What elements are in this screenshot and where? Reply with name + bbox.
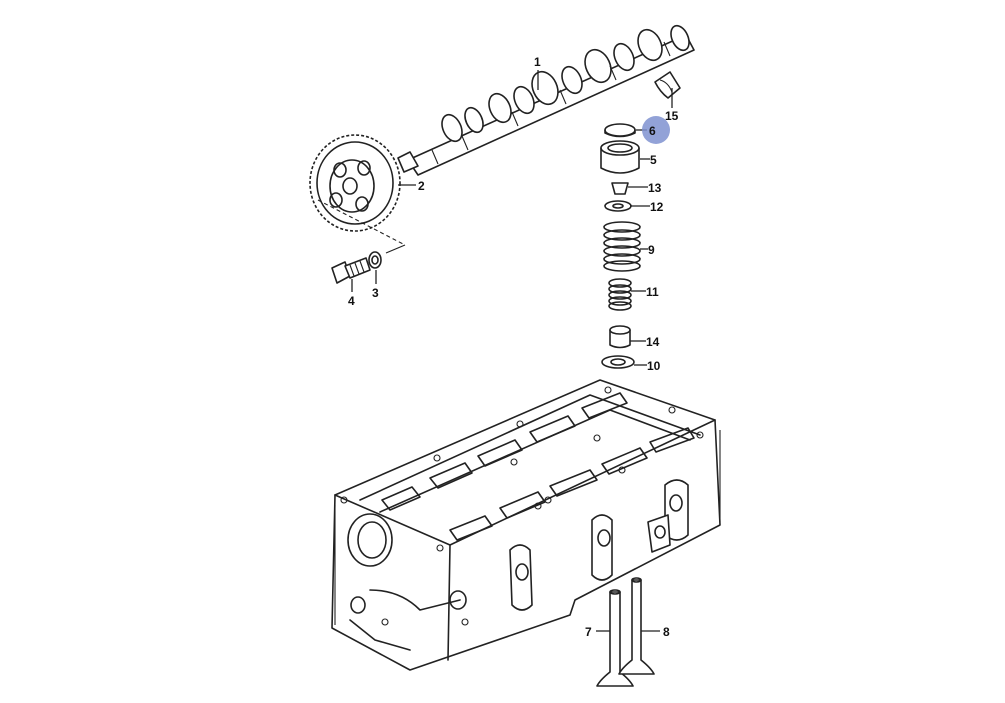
inner-valve-spring[interactable] [608, 278, 632, 311]
callout-9[interactable]: 9 [648, 243, 655, 257]
adjusting-shim[interactable] [604, 123, 636, 138]
exhaust-valve[interactable] [618, 577, 655, 675]
highlight-marker [642, 116, 670, 144]
valve-stem-seal[interactable] [609, 325, 631, 349]
callout-12[interactable]: 12 [650, 200, 664, 214]
camshaft[interactable] [397, 23, 695, 176]
callout-8[interactable]: 8 [663, 625, 670, 639]
callout-6[interactable]: 6 [649, 124, 656, 138]
valve-cotters[interactable] [611, 182, 629, 195]
callout-15[interactable]: 15 [665, 109, 679, 123]
callout-14[interactable]: 14 [646, 335, 660, 349]
callout-11[interactable]: 11 [646, 285, 659, 299]
callout-5[interactable]: 5 [650, 153, 657, 167]
callout-7[interactable]: 7 [585, 625, 592, 639]
callout-1[interactable]: 1 [534, 55, 541, 69]
valve-spring-retainer[interactable] [604, 200, 632, 212]
washer[interactable] [368, 251, 382, 269]
outer-valve-spring[interactable] [603, 221, 641, 272]
callout-4[interactable]: 4 [348, 294, 355, 308]
cylinder-head[interactable] [331, 379, 721, 671]
camshaft-sprocket[interactable] [309, 134, 406, 254]
sprocket-bolt[interactable] [331, 257, 371, 284]
callout-2[interactable]: 2 [418, 179, 425, 193]
bucket-tappet[interactable] [600, 140, 640, 174]
callout-labels: 1 2 3 4 5 6 7 8 9 10 11 12 13 14 15 [348, 55, 679, 639]
lower-spring-seat[interactable] [601, 355, 635, 369]
callout-10[interactable]: 10 [647, 359, 661, 373]
callout-13[interactable]: 13 [648, 181, 662, 195]
bearing-shell[interactable] [654, 71, 681, 99]
callout-3[interactable]: 3 [372, 286, 379, 300]
